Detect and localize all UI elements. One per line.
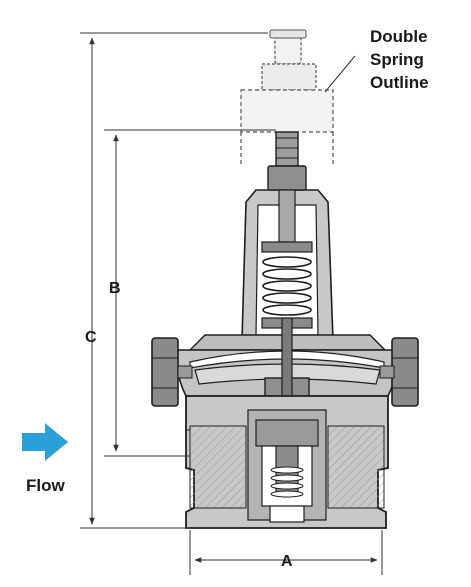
- dim-c-label: C: [85, 329, 97, 346]
- dimension-lines: [80, 32, 383, 575]
- flow-arrow-icon: [22, 423, 68, 461]
- note-double: Double: [370, 27, 428, 46]
- left-flange-bolt: [151, 337, 193, 407]
- dim-b-label: B: [109, 280, 121, 297]
- dim-a-label: A: [281, 553, 293, 570]
- note-outline: Outline: [370, 73, 429, 92]
- note-spring: Spring: [370, 50, 424, 69]
- flow-label: Flow: [26, 476, 65, 495]
- valve-body: [185, 395, 389, 529]
- adjusting-screw: [267, 131, 307, 243]
- right-flange-bolt: [379, 337, 419, 407]
- double-spring-outline: [240, 29, 356, 165]
